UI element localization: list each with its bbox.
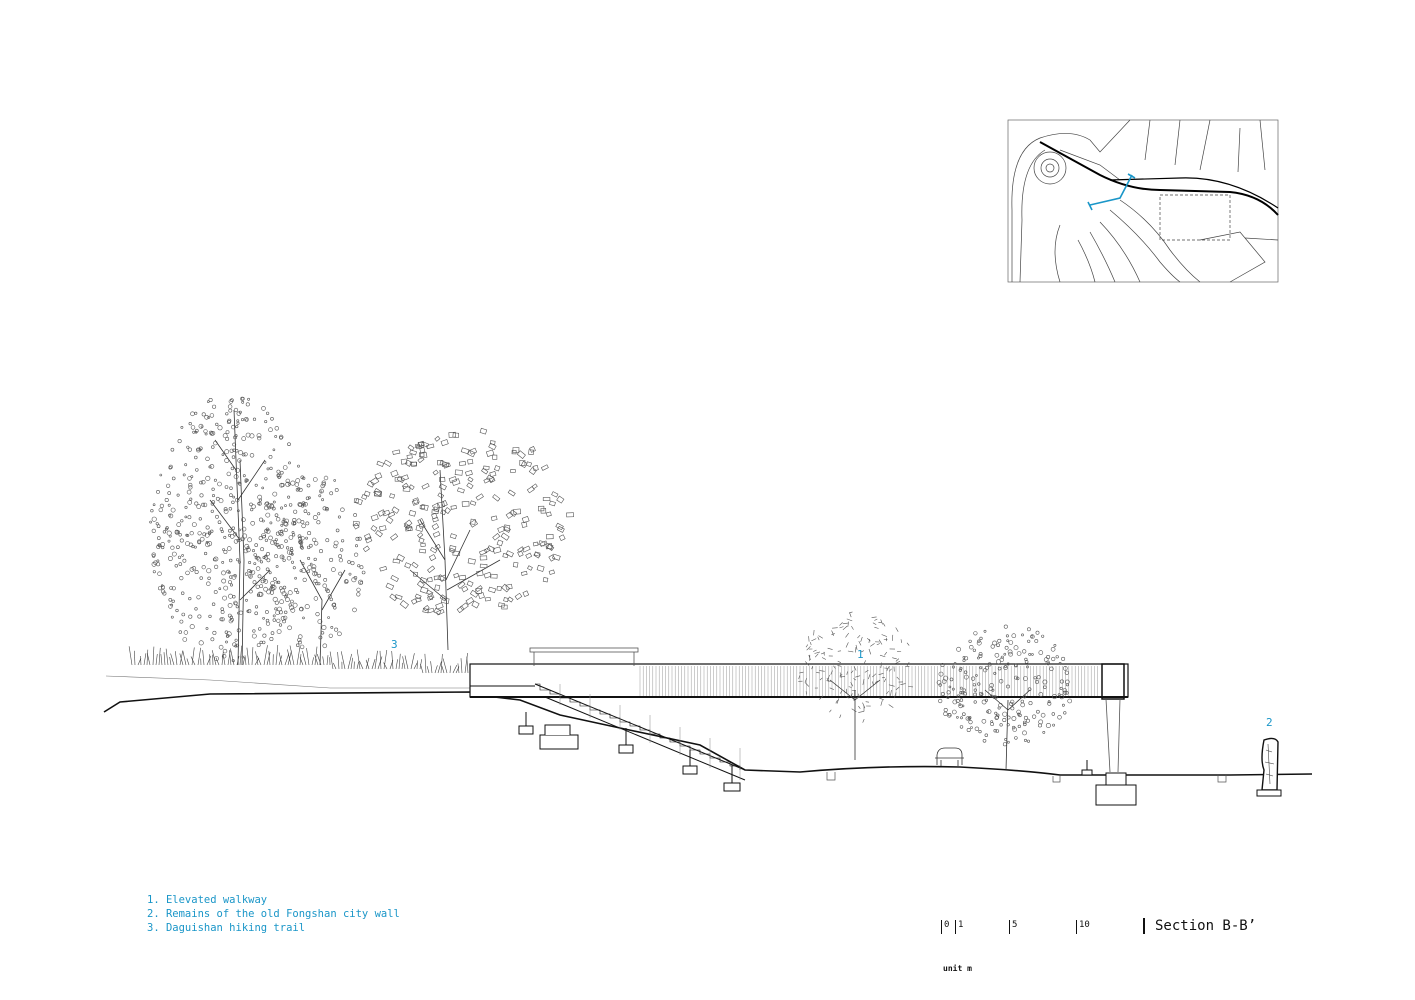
grass xyxy=(128,644,469,674)
legend-item-city-wall: 2. Remains of the old Fongshan city wall xyxy=(147,908,400,920)
elevated-walkway xyxy=(469,647,1129,773)
foundations xyxy=(518,712,1137,806)
scale-tick-5: 5 xyxy=(1009,920,1017,934)
callout-city-wall: 2 xyxy=(1266,716,1273,729)
stairway xyxy=(534,683,746,781)
ground-profile xyxy=(103,675,1313,776)
scale-tick-10: 10 xyxy=(1076,920,1090,934)
callout-hiking-trail: 3 xyxy=(391,638,398,651)
legend-item-walkway: 1. Elevated walkway xyxy=(147,894,268,906)
scale-tick-1: 1 xyxy=(955,920,963,934)
tree-foliage xyxy=(149,396,1072,747)
key-plan xyxy=(1007,119,1279,283)
legend-item-hiking-trail: 3. Daguishan hiking trail xyxy=(147,922,306,934)
callout-walkway: 1 xyxy=(857,648,864,661)
car xyxy=(935,747,964,766)
legend: 1. Elevated walkway 2. Remains of the ol… xyxy=(147,893,400,935)
scale-tick-0: 0 xyxy=(941,920,949,934)
ground-markers xyxy=(826,772,1227,783)
scale-unit-label: unit m xyxy=(943,964,972,973)
section-title: Section B-B’ xyxy=(1143,918,1256,934)
city-wall-remains xyxy=(1256,737,1282,797)
